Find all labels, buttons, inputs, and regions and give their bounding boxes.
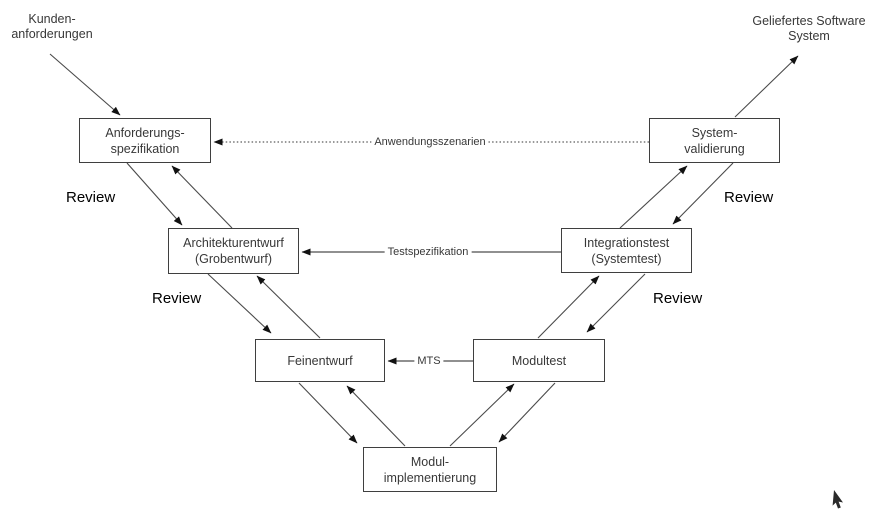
arrow-integrationstest-to-systemvalidierung (619, 165, 688, 229)
node-integrationstest: Integrationstest (Systemtest) (561, 228, 692, 273)
arrow-systemvalidierung-to-geliefertes-software-system (734, 55, 799, 118)
arrow-anforderungsspezifikation-to-architekturentwurf (126, 162, 183, 226)
node-systemvalidierung: System- validierung (649, 118, 780, 163)
node-feinentwurf: Feinentwurf (255, 339, 385, 382)
arrow-feinentwurf-to-modulimplementierung (298, 382, 358, 444)
arrow-modulimplementierung-to-modultest (449, 383, 515, 447)
node-label: Integrationstest (Systemtest) (583, 235, 670, 266)
arrow-modultest-to-integrationstest (537, 275, 600, 339)
node-label: Anforderungs- spezifikation (105, 125, 185, 156)
label-review-anforderung-architektur: Review (66, 189, 116, 206)
node-label: System- validierung (684, 125, 745, 156)
label-review-architektur-feinentwurf: Review (152, 290, 202, 307)
node-anforderungsspezifikation: Anforderungs- spezifikation (79, 118, 211, 163)
arrow-review-modulimplementierung-to-feinentwurf (346, 385, 406, 447)
mouse-cursor (832, 490, 843, 509)
arrow-review-integrationstest-to-modultest (586, 273, 646, 333)
label-kundenanforderungen: Kunden- anforderungen (11, 12, 93, 41)
label-anwendungsszenarien: Anwendungsszenarien (371, 136, 489, 148)
label-testspezifikation: Testspezifikation (384, 246, 472, 258)
arrow-review-modultest-to-modulimplementierung (498, 382, 556, 443)
node-label: Feinentwurf (287, 353, 353, 368)
label-mts: MTS (414, 355, 444, 367)
label-geliefertes-software-system: Geliefertes Software System (752, 14, 866, 43)
label-review-systemvalidierung-integrationstest: Review (724, 189, 774, 206)
label-review-integrationstest-modultest: Review (653, 290, 703, 307)
arrow-review-feinentwurf-to-architekturentwurf (256, 275, 321, 339)
arrow-review-architekturentwurf-to-anforderungsspezifikation (171, 165, 233, 229)
node-label: Modultest (511, 353, 567, 368)
arrow-kundenanforderungen-to-anforderungsspezifikation (49, 53, 121, 116)
node-label: Architekturentwurf (Grobentwurf) (183, 236, 284, 266)
node-modultest: Modultest (473, 339, 605, 382)
node-label: Modul- implementierung (383, 454, 477, 485)
arrow-architekturentwurf-to-feinentwurf (207, 273, 272, 334)
node-architekturentwurf: Architekturentwurf (Grobentwurf) (168, 228, 299, 274)
arrow-review-systemvalidierung-to-integrationstest (672, 162, 734, 225)
node-modulimplementierung: Modul- implementierung (363, 447, 497, 492)
